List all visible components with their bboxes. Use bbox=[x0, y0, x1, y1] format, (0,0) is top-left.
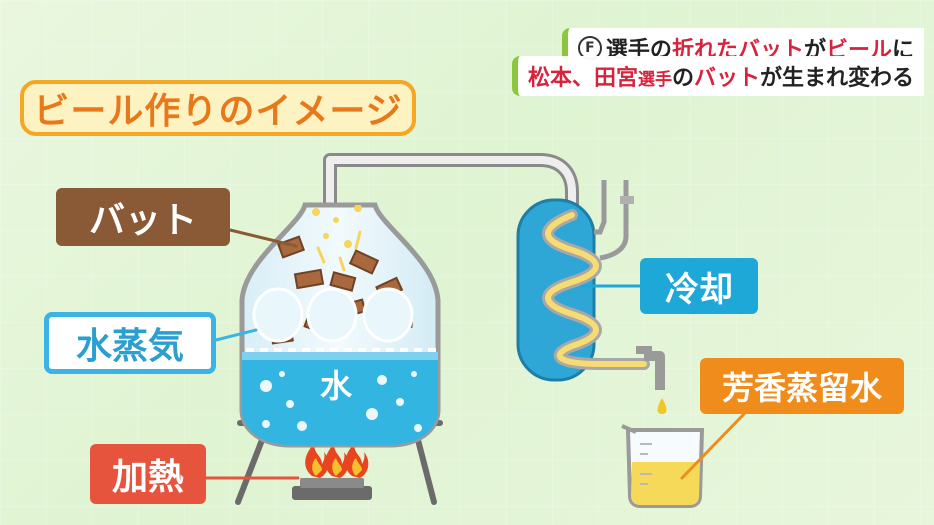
caption-segment: が生まれ変わる bbox=[759, 66, 914, 91]
label-aroma-water: 芳香蒸留水 bbox=[700, 358, 904, 414]
caption-segment: の bbox=[671, 66, 694, 91]
beaker bbox=[621, 424, 705, 508]
bubbles bbox=[260, 371, 422, 432]
caption-segment: 松本、田宮 bbox=[527, 66, 638, 91]
label-steam: 水蒸気 bbox=[44, 312, 216, 374]
label-cooling: 冷却 bbox=[640, 258, 758, 314]
burner bbox=[292, 478, 372, 500]
diagram-title: ビール作りのイメージ bbox=[33, 91, 403, 132]
steam-puffs bbox=[252, 287, 414, 343]
pointer-lines bbox=[204, 228, 746, 480]
caption-line-2: 松本、田宮選手のバットが生まれ変わる bbox=[511, 56, 924, 96]
caption-segment: バット bbox=[693, 66, 760, 91]
label-heat: 加熱 bbox=[90, 444, 206, 504]
distillation-flask: 水 bbox=[239, 202, 441, 448]
condenser bbox=[516, 180, 667, 414]
diagram-title-box: ビール作りのイメージ bbox=[20, 80, 416, 136]
caption-segment: 選手 bbox=[637, 70, 672, 90]
vapor-tube bbox=[323, 153, 579, 222]
label-bat: バット bbox=[56, 188, 230, 246]
aroma-particles bbox=[312, 205, 362, 272]
caption-line-2-text: 松本、田宮選手のバットが生まれ変わる bbox=[528, 60, 914, 92]
flame-icon bbox=[305, 444, 369, 478]
water-label: 水 bbox=[320, 367, 353, 405]
